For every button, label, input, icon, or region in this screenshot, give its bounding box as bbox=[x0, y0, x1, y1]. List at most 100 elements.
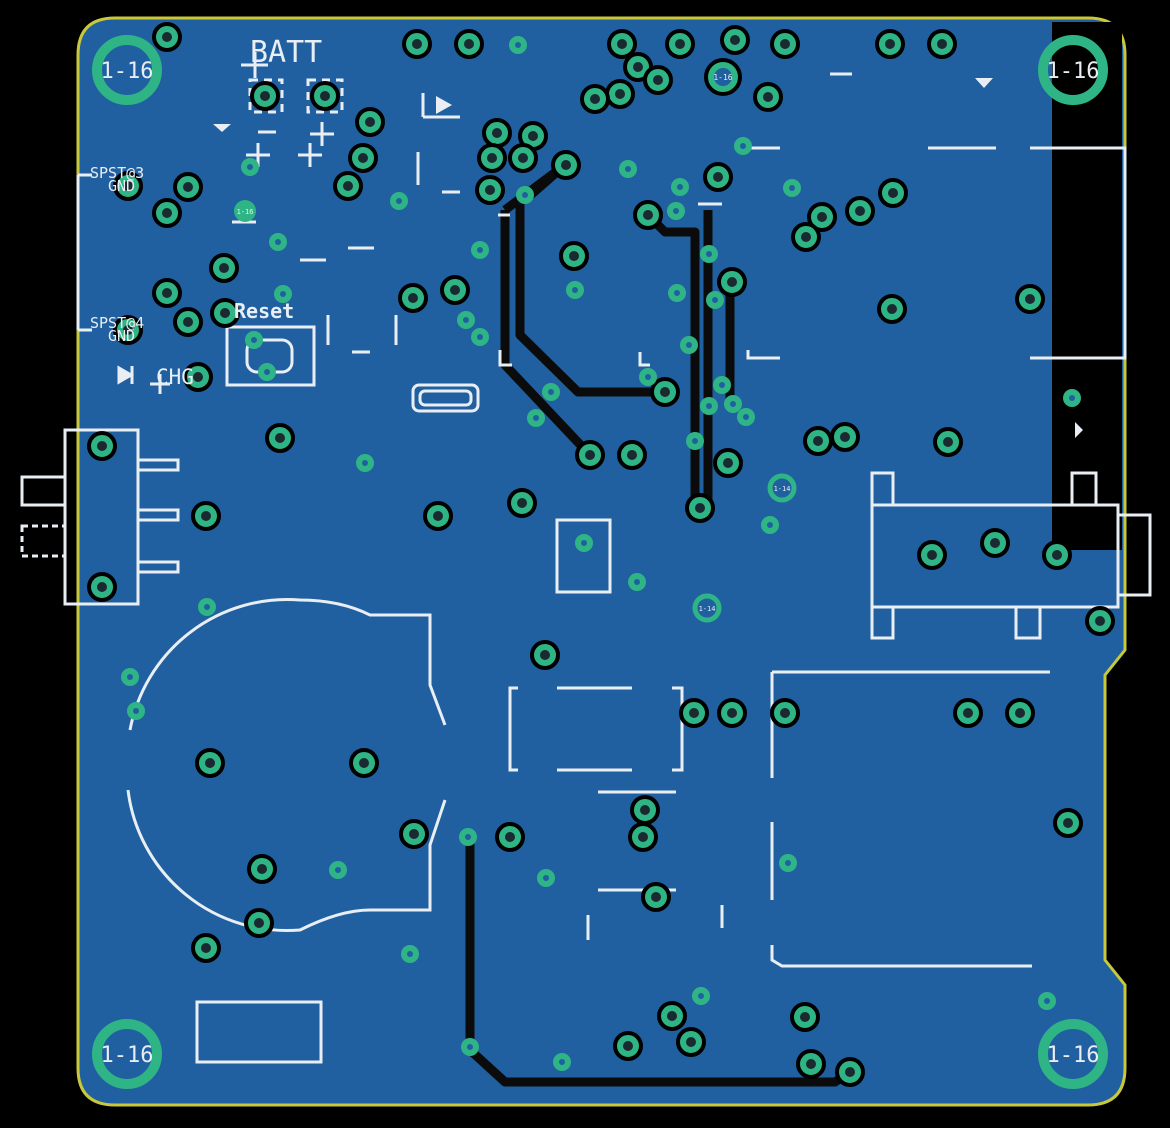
via[interactable] bbox=[679, 698, 709, 728]
via[interactable] bbox=[333, 171, 363, 201]
via[interactable] bbox=[475, 175, 505, 205]
via[interactable] bbox=[530, 640, 560, 670]
via[interactable] bbox=[630, 795, 660, 825]
via[interactable] bbox=[830, 422, 860, 452]
via[interactable] bbox=[617, 440, 647, 470]
via[interactable] bbox=[537, 869, 555, 887]
via[interactable] bbox=[244, 908, 274, 938]
via[interactable] bbox=[121, 668, 139, 686]
via[interactable] bbox=[692, 987, 710, 1005]
via[interactable] bbox=[641, 882, 671, 912]
via[interactable] bbox=[953, 698, 983, 728]
via[interactable] bbox=[700, 245, 718, 263]
via[interactable] bbox=[209, 253, 239, 283]
via[interactable] bbox=[355, 107, 385, 137]
via[interactable] bbox=[703, 162, 733, 192]
via[interactable] bbox=[717, 267, 747, 297]
via[interactable] bbox=[551, 150, 581, 180]
via[interactable] bbox=[348, 143, 378, 173]
via[interactable] bbox=[680, 336, 698, 354]
via[interactable] bbox=[173, 307, 203, 337]
via[interactable] bbox=[1042, 540, 1072, 570]
via[interactable] bbox=[566, 281, 584, 299]
via[interactable] bbox=[628, 822, 658, 852]
mounting-hole[interactable]: 1-16 bbox=[1038, 35, 1108, 105]
via[interactable] bbox=[245, 331, 263, 349]
via[interactable] bbox=[349, 748, 379, 778]
via[interactable] bbox=[390, 192, 408, 210]
via[interactable] bbox=[265, 423, 295, 453]
via[interactable] bbox=[183, 362, 213, 392]
via[interactable] bbox=[720, 25, 750, 55]
via[interactable] bbox=[399, 819, 429, 849]
via[interactable] bbox=[542, 383, 560, 401]
via[interactable] bbox=[779, 854, 797, 872]
via[interactable] bbox=[783, 179, 801, 197]
via[interactable] bbox=[454, 29, 484, 59]
via[interactable] bbox=[700, 397, 718, 415]
via[interactable] bbox=[980, 528, 1010, 558]
via[interactable] bbox=[580, 84, 610, 114]
via[interactable] bbox=[258, 363, 276, 381]
via[interactable] bbox=[516, 186, 534, 204]
via[interactable] bbox=[113, 315, 143, 345]
via[interactable] bbox=[471, 328, 489, 346]
via[interactable] bbox=[1015, 284, 1045, 314]
via[interactable] bbox=[559, 241, 589, 271]
via[interactable] bbox=[1053, 808, 1083, 838]
via[interactable] bbox=[803, 426, 833, 456]
via-labeled[interactable]: 1-16 bbox=[704, 58, 742, 96]
via[interactable] bbox=[713, 448, 743, 478]
via[interactable] bbox=[575, 534, 593, 552]
via[interactable] bbox=[575, 440, 605, 470]
via[interactable] bbox=[676, 1027, 706, 1057]
via[interactable] bbox=[553, 1053, 571, 1071]
via[interactable] bbox=[877, 294, 907, 324]
via[interactable] bbox=[1085, 606, 1115, 636]
via[interactable] bbox=[717, 698, 747, 728]
via[interactable] bbox=[633, 200, 663, 230]
via[interactable] bbox=[250, 81, 280, 111]
via[interactable] bbox=[643, 65, 673, 95]
via[interactable] bbox=[440, 275, 470, 305]
mounting-hole[interactable]: 1-16 bbox=[92, 1019, 162, 1089]
via-labeled[interactable]: 1-16 bbox=[234, 200, 256, 222]
via[interactable] bbox=[508, 143, 538, 173]
via[interactable] bbox=[269, 233, 287, 251]
via[interactable] bbox=[706, 291, 724, 309]
via[interactable] bbox=[152, 22, 182, 52]
via[interactable] bbox=[724, 395, 742, 413]
via[interactable] bbox=[753, 82, 783, 112]
via[interactable] bbox=[878, 178, 908, 208]
via[interactable] bbox=[191, 501, 221, 531]
via[interactable] bbox=[628, 573, 646, 591]
via[interactable] bbox=[152, 278, 182, 308]
via[interactable] bbox=[667, 202, 685, 220]
via[interactable] bbox=[619, 160, 637, 178]
via[interactable] bbox=[737, 408, 755, 426]
via[interactable] bbox=[461, 1038, 479, 1056]
via[interactable] bbox=[274, 285, 292, 303]
via[interactable] bbox=[459, 828, 477, 846]
via[interactable] bbox=[477, 143, 507, 173]
via[interactable] bbox=[613, 1031, 643, 1061]
via[interactable] bbox=[152, 198, 182, 228]
via[interactable] bbox=[650, 377, 680, 407]
via-labeled[interactable]: 1-14 bbox=[767, 473, 797, 503]
via[interactable] bbox=[127, 702, 145, 720]
via[interactable] bbox=[401, 945, 419, 963]
via[interactable] bbox=[607, 29, 637, 59]
via[interactable] bbox=[482, 118, 512, 148]
via-labeled[interactable]: 1-14 bbox=[692, 593, 722, 623]
via[interactable] bbox=[198, 598, 216, 616]
via[interactable] bbox=[657, 1001, 687, 1031]
via[interactable] bbox=[247, 854, 277, 884]
via[interactable] bbox=[796, 1049, 826, 1079]
via[interactable] bbox=[210, 298, 240, 328]
via[interactable] bbox=[639, 368, 657, 386]
via[interactable] bbox=[527, 409, 545, 427]
via[interactable] bbox=[807, 202, 837, 232]
via[interactable] bbox=[875, 29, 905, 59]
via[interactable] bbox=[917, 540, 947, 570]
